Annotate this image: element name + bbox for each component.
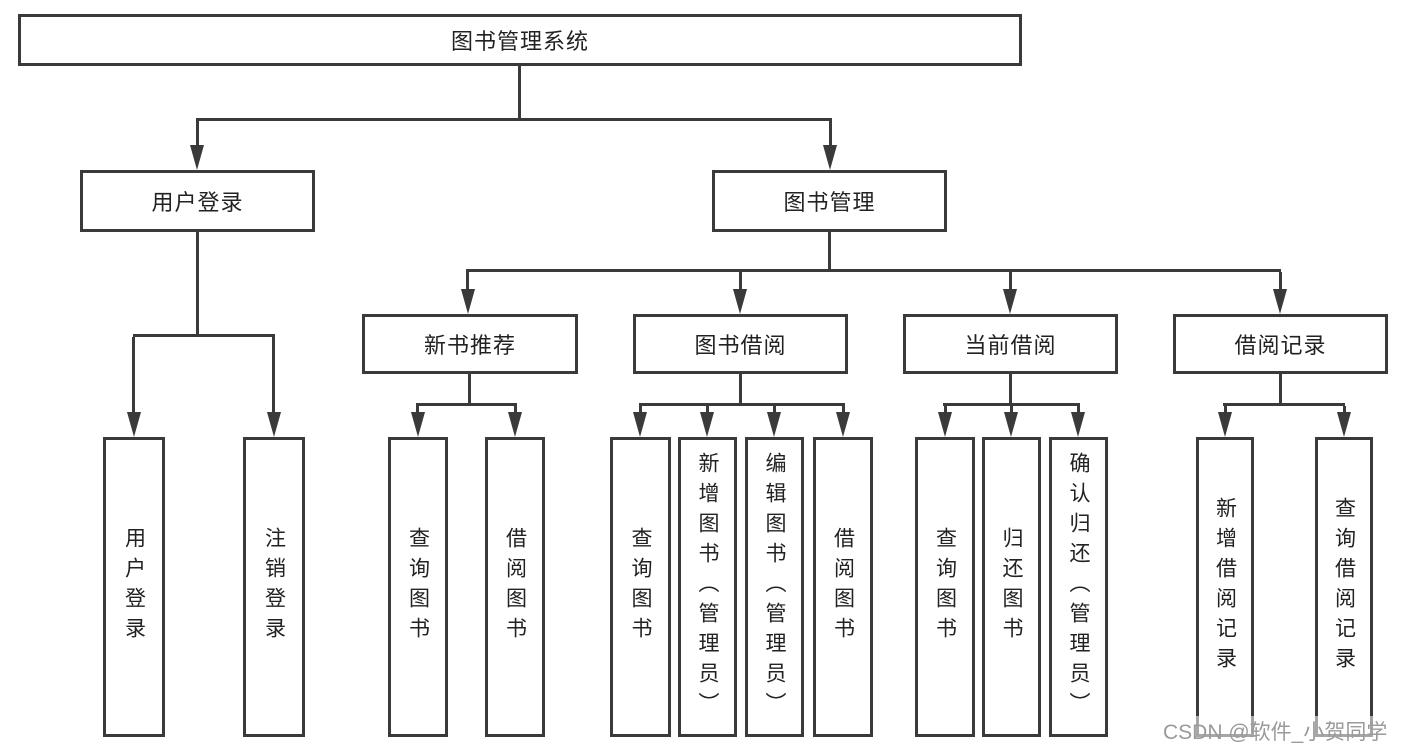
node-label: 图书管理 (783, 190, 876, 215)
leaf-query-books-recommend: 查询图书 (388, 437, 448, 737)
leaf-borrow-books: 借阅图书 (813, 437, 873, 737)
leaf-query-books-current: 查询图书 (915, 437, 975, 737)
arrow-down-icon (1004, 412, 1018, 437)
leaf-label: 查询借阅记录 (1332, 497, 1356, 677)
node-user-login-branch: 用户登录 (80, 170, 315, 232)
connector-stem-new-book (466, 272, 469, 292)
connector-stem-leaf (639, 406, 642, 415)
connector-login-drop (196, 232, 199, 337)
connector-newbook-rail (416, 403, 517, 406)
connector-management-rail (466, 269, 1281, 272)
connector-stem-current-borrow (1009, 272, 1012, 292)
leaf-label: 用户登录 (122, 527, 146, 647)
leaf-label: 确认归还（管理员） (1067, 452, 1090, 722)
node-label: 当前借阅 (964, 333, 1057, 358)
leaf-label: 查询图书 (629, 527, 652, 647)
connector-stem-user-login (196, 121, 199, 151)
node-new-book-recommend: 新书推荐 (362, 314, 578, 374)
connector-stem-login-leaf (132, 337, 135, 415)
leaf-borrow-books-recommend: 借阅图书 (485, 437, 545, 737)
node-book-management-branch: 图书管理 (712, 170, 947, 232)
node-label: 图书借阅 (694, 333, 787, 358)
node-label: 借阅记录 (1234, 333, 1327, 358)
arrow-down-icon (508, 412, 522, 437)
connector-stem-leaf (416, 406, 419, 415)
leaf-query-books-borrowing: 查询图书 (610, 437, 671, 737)
arrow-down-icon (1071, 412, 1085, 437)
arrow-down-icon (938, 412, 952, 437)
arrow-down-icon (461, 289, 475, 314)
leaf-query-borrow-record: 查询借阅记录 (1315, 437, 1373, 737)
connector-stem-leaf (1224, 406, 1227, 415)
leaf-return-books: 归还图书 (982, 437, 1041, 737)
leaf-label: 归还图书 (1000, 527, 1023, 647)
node-label: 用户登录 (151, 190, 244, 215)
arrow-down-icon (267, 412, 281, 437)
arrow-down-icon (1003, 289, 1017, 314)
arrow-down-icon (823, 145, 837, 170)
leaf-label: 借阅图书 (503, 527, 527, 647)
leaf-label: 注销登录 (262, 527, 286, 647)
arrow-down-icon (733, 289, 747, 314)
arrow-down-icon (190, 145, 204, 170)
connector-bookborrow-rail (639, 403, 845, 406)
arrow-down-icon (127, 412, 141, 437)
node-label: 图书管理系统 (450, 29, 589, 54)
connector-stem-logout-leaf (272, 337, 275, 415)
connector-record-rail (1223, 403, 1345, 406)
connector-stem-leaf (1010, 406, 1013, 415)
leaf-add-books-admin: 新增图书（管理员） (678, 437, 737, 737)
arrow-down-icon (700, 412, 714, 437)
node-borrowing-records: 借阅记录 (1173, 314, 1388, 374)
leaf-add-borrow-record: 新增借阅记录 (1196, 437, 1254, 737)
node-library-management-system: 图书管理系统 (18, 14, 1022, 66)
connector-stem-leaf (842, 406, 845, 415)
arrow-down-icon (411, 412, 425, 437)
leaf-logout: 注销登录 (243, 437, 305, 737)
connector-currentborrow-rail (943, 403, 1080, 406)
connector-bookborrow-drop (739, 374, 742, 406)
connector-stem-borrow-record (1279, 272, 1282, 292)
connector-stem-leaf (514, 406, 517, 415)
csdn-watermark: CSDN @软件_小贺同学 (1163, 716, 1388, 746)
leaf-label: 编辑图书（管理员） (763, 452, 786, 722)
connector-root-rail (196, 118, 832, 121)
connector-stem-leaf (944, 406, 947, 415)
leaf-label: 查询图书 (406, 527, 430, 647)
connector-stem-leaf (773, 406, 776, 415)
leaf-user-login: 用户登录 (103, 437, 165, 737)
node-label: 新书推荐 (423, 333, 516, 358)
connector-currentborrow-drop (1009, 374, 1012, 406)
leaf-label: 新增借阅记录 (1213, 497, 1237, 677)
connector-stem-leaf (1343, 406, 1346, 415)
connector-root-drop (518, 66, 521, 120)
node-book-borrowing: 图书借阅 (633, 314, 848, 374)
arrow-down-icon (1337, 412, 1351, 437)
arrow-down-icon (1273, 289, 1287, 314)
connector-record-drop (1279, 374, 1282, 406)
arrow-down-icon (1218, 412, 1232, 437)
node-current-borrowing: 当前借阅 (903, 314, 1118, 374)
leaf-confirm-return-admin: 确认归还（管理员） (1049, 437, 1108, 737)
arrow-down-icon (767, 412, 781, 437)
leaf-label: 查询图书 (933, 527, 957, 647)
connector-management-drop (828, 232, 831, 272)
leaf-label: 新增图书（管理员） (696, 452, 719, 722)
connector-newbook-drop (468, 374, 471, 406)
connector-stem-book-management (829, 121, 832, 151)
leaf-label: 借阅图书 (831, 527, 855, 647)
connector-login-rail (133, 334, 275, 337)
connector-stem-leaf (1077, 406, 1080, 415)
leaf-edit-books-admin: 编辑图书（管理员） (745, 437, 804, 737)
connector-stem-book-borrow (739, 272, 742, 292)
arrow-down-icon (836, 412, 850, 437)
connector-stem-leaf (706, 406, 709, 415)
arrow-down-icon (633, 412, 647, 437)
